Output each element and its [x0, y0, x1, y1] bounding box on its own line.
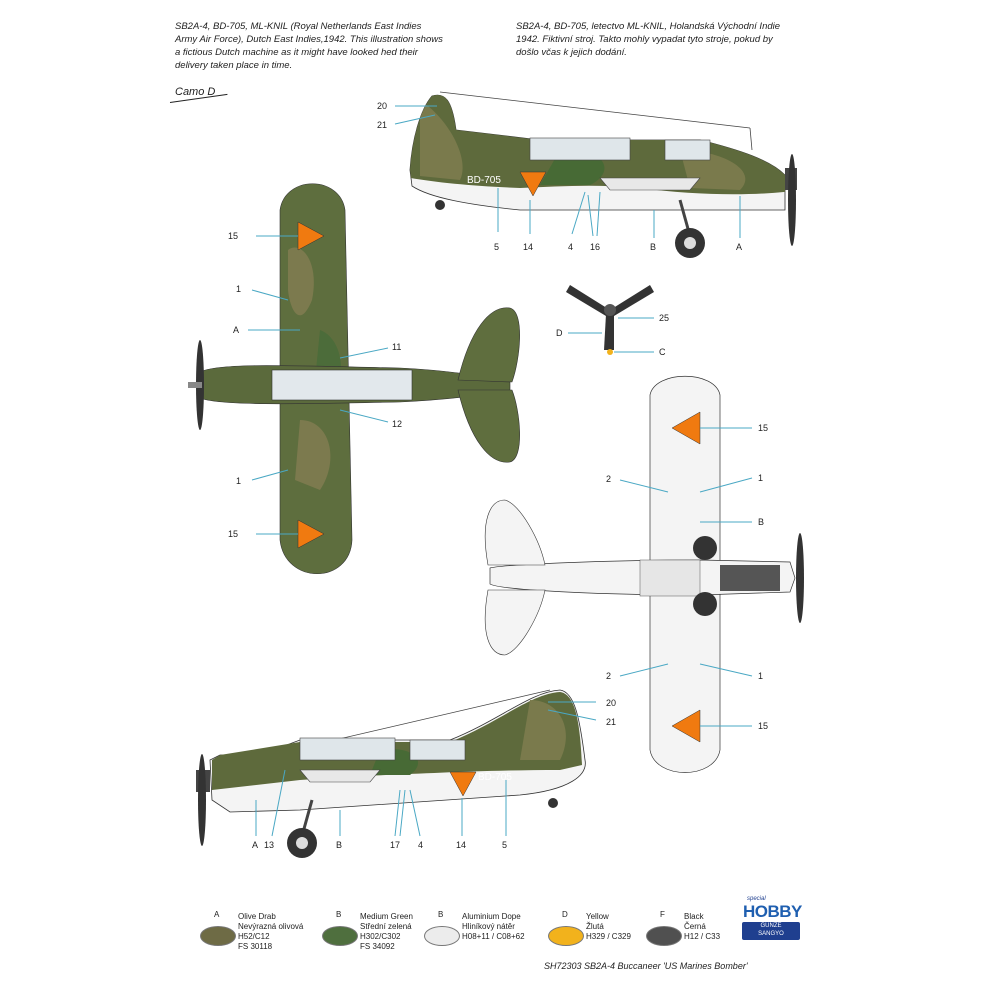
callout: 2 [606, 474, 611, 484]
legend-line: H12 / C33 [684, 932, 721, 941]
plan-view-upper: 15 1 A 11 12 1 15 [188, 183, 520, 574]
color-swatch [424, 926, 460, 946]
serial-bottom: BD-705 [478, 772, 512, 783]
callout: 25 [659, 313, 669, 323]
legend-key: A [214, 910, 220, 919]
legend-line: Medium Green [360, 912, 413, 921]
legend-key: B [336, 910, 342, 919]
propeller-detail: D 25 C [556, 285, 669, 357]
callout: 21 [606, 717, 616, 727]
callout: 5 [494, 242, 499, 252]
caption-line: SB2A-4, BD-705, letectvo ML-KNIL, Holand… [516, 21, 781, 32]
roundel-triangle-bottom [449, 771, 477, 797]
legend-line: Hliníkový nátěr [462, 922, 515, 931]
color-swatch [646, 926, 682, 946]
color-swatch [548, 926, 584, 946]
caption-line: 1942. Fiktivní stroj. Takto mohly vypada… [516, 34, 773, 45]
legend-key: D [562, 910, 568, 919]
callout: 4 [568, 242, 573, 252]
callout: 1 [758, 671, 763, 681]
logo-gunze-line: SANGYO [758, 931, 784, 937]
callout: 14 [523, 242, 533, 252]
propeller-top-side [788, 154, 796, 246]
plan-view-lower: 15 2 1 B 2 1 15 [484, 376, 804, 773]
callout: 17 [390, 840, 400, 850]
callout: 1 [758, 473, 763, 483]
callout: 16 [590, 242, 600, 252]
logo-gunze-line: GUNZE [760, 923, 782, 929]
logo-hobby-main: HOBBY [743, 902, 802, 921]
callout: A [736, 242, 742, 252]
propeller-bottom-side [198, 754, 206, 846]
propeller-plan-lower [796, 533, 804, 623]
legend-line: Střední zelená [360, 922, 412, 931]
roundel-triangle-top [519, 171, 547, 197]
callout: C [659, 347, 666, 357]
legend-key: B [438, 910, 444, 919]
caption-czech: SB2A-4, BD-705, letectvo ML-KNIL, Holand… [516, 20, 780, 59]
legend-line: H302/C302 [360, 932, 401, 941]
legend-key: F [660, 910, 665, 919]
legend-line: H52/C12 [238, 932, 270, 941]
callout: 20 [377, 101, 387, 111]
legend-line: H08+11 / C08+62 [462, 932, 525, 941]
side-profile-top: BD-705 20 21 5 14 4 16 B A [377, 91, 797, 258]
legend-line: Black [684, 912, 704, 921]
caption-english: SB2A-4, BD-705, ML-KNIL (Royal Netherlan… [175, 20, 443, 72]
color-swatch [200, 926, 236, 946]
caption-line: Army Air Force), Dutch East Indies,1942.… [175, 34, 443, 45]
special-hobby-logo: special HOBBY [741, 896, 802, 921]
callout: A [233, 325, 239, 335]
callout: 15 [228, 231, 238, 241]
legend-line: Aluminium Dope [462, 912, 521, 921]
callout: A [252, 840, 258, 850]
caption-line: došlo včas k jejich dodání. [516, 47, 627, 58]
logo-hobby-top: special [747, 896, 766, 902]
callout: 14 [456, 840, 466, 850]
legend-line: Olive Drab [238, 912, 276, 921]
callout: 12 [392, 419, 402, 429]
caption-line: delivery taken place in time. [175, 60, 293, 71]
callout: B [336, 840, 342, 850]
callout: 21 [377, 120, 387, 130]
legend-line: H329 / C329 [586, 932, 631, 941]
side-profile-bottom: BD-705 20 21 A 13 B 17 4 14 5 [196, 689, 616, 858]
color-swatch [322, 926, 358, 946]
legend-line: FS 30118 [238, 942, 273, 951]
legend-line: FS 34092 [360, 942, 395, 951]
serial-top: BD-705 [467, 175, 501, 186]
callout: 4 [418, 840, 423, 850]
camo-label: Camo D [175, 86, 216, 98]
gunze-sangyo-logo: GUNZE SANGYO [742, 922, 800, 940]
legend-line: Nevýrazná olivová [238, 922, 304, 931]
callout: 13 [264, 840, 274, 850]
callout: D [556, 328, 563, 338]
callout: 5 [502, 840, 507, 850]
kit-footer: SH72303 SB2A-4 Buccaneer 'US Marines Bom… [544, 961, 748, 971]
callout: 2 [606, 671, 611, 681]
callout: 15 [228, 529, 238, 539]
legend-line: Yellow [586, 912, 609, 921]
callout: 1 [236, 284, 241, 294]
caption-line: a fictious Dutch machine as it might hav… [175, 47, 418, 58]
callout: 1 [236, 476, 241, 486]
caption-line: SB2A-4, BD-705, ML-KNIL (Royal Netherlan… [175, 21, 422, 32]
legend-line: Žlutá [586, 922, 604, 931]
callout: 15 [758, 423, 768, 433]
callout: 20 [606, 698, 616, 708]
callout: B [650, 242, 656, 252]
callout: B [758, 517, 764, 527]
legend-line: Černá [684, 922, 706, 931]
callout: 15 [758, 721, 768, 731]
callout: 11 [392, 342, 401, 352]
